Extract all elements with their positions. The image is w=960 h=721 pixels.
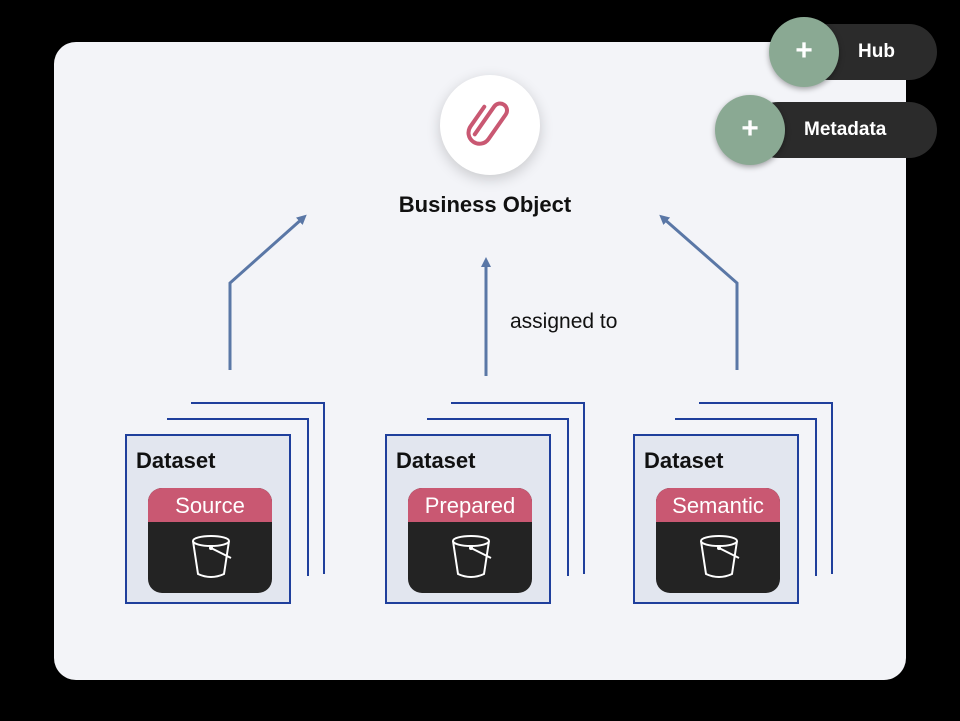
dataset-title: Dataset <box>396 448 476 473</box>
dataset-card: Dataset Source <box>125 434 291 604</box>
stack-layer <box>191 402 325 574</box>
business-object-label: Business Object <box>398 192 572 217</box>
dataset-tile: Source <box>148 488 272 593</box>
stack-layer <box>427 418 569 576</box>
metadata-badge-label: Metadata <box>804 119 887 140</box>
dataset-tag: Prepared <box>408 488 532 522</box>
dataset-stack-semantic: Dataset Semantic <box>633 402 843 612</box>
dataset-title: Dataset <box>136 448 216 473</box>
hub-badge-label: Hub <box>858 41 895 62</box>
dataset-title: Dataset <box>644 448 724 473</box>
dataset-tile: Prepared <box>408 488 532 593</box>
business-object-node <box>440 75 540 175</box>
dataset-tile: Semantic <box>656 488 780 593</box>
stack-layer <box>699 402 833 574</box>
assigned-to-label: assigned to <box>510 310 618 333</box>
dataset-stack-source: Dataset Source <box>125 402 335 612</box>
arrow-right <box>659 214 739 370</box>
stack-layer <box>167 418 309 576</box>
stack-layer <box>451 402 585 574</box>
dataset-card: Dataset Prepared <box>385 434 551 604</box>
bucket-icon <box>190 532 236 585</box>
stack-layer <box>675 418 817 576</box>
bucket-icon <box>450 532 496 585</box>
bucket-icon <box>698 532 744 585</box>
plus-icon: + <box>769 17 839 87</box>
dataset-stack-prepared: Dataset Prepared <box>385 402 595 612</box>
paperclip-icon <box>464 93 516 158</box>
dataset-tag: Source <box>148 488 272 522</box>
dataset-tag: Semantic <box>656 488 780 522</box>
plus-icon: + <box>715 95 785 165</box>
arrow-left <box>228 214 307 370</box>
dataset-card: Dataset Semantic <box>633 434 799 604</box>
